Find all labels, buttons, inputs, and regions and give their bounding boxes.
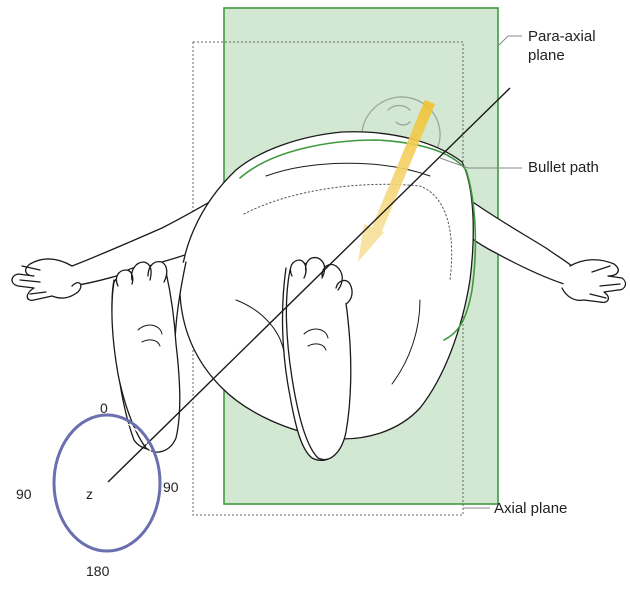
bullet-path-label: Bullet path bbox=[528, 159, 599, 176]
axial-plane-label: Axial plane bbox=[494, 500, 567, 517]
dial-axis-label: z bbox=[86, 486, 93, 502]
dial-angle-right: 90 bbox=[163, 479, 179, 495]
dial-angle-top: 0 bbox=[100, 400, 108, 416]
dial-ring bbox=[54, 415, 160, 551]
para-axial-plane-label: Para-axial bbox=[528, 28, 596, 45]
para-axial-leader bbox=[498, 36, 522, 46]
left-foot bbox=[112, 266, 180, 452]
dial-angle-left: 90 bbox=[16, 486, 32, 502]
para-axial-plane-label-line2: plane bbox=[528, 47, 565, 64]
right-hand bbox=[562, 260, 625, 303]
dial-angle-bottom: 180 bbox=[86, 563, 110, 579]
